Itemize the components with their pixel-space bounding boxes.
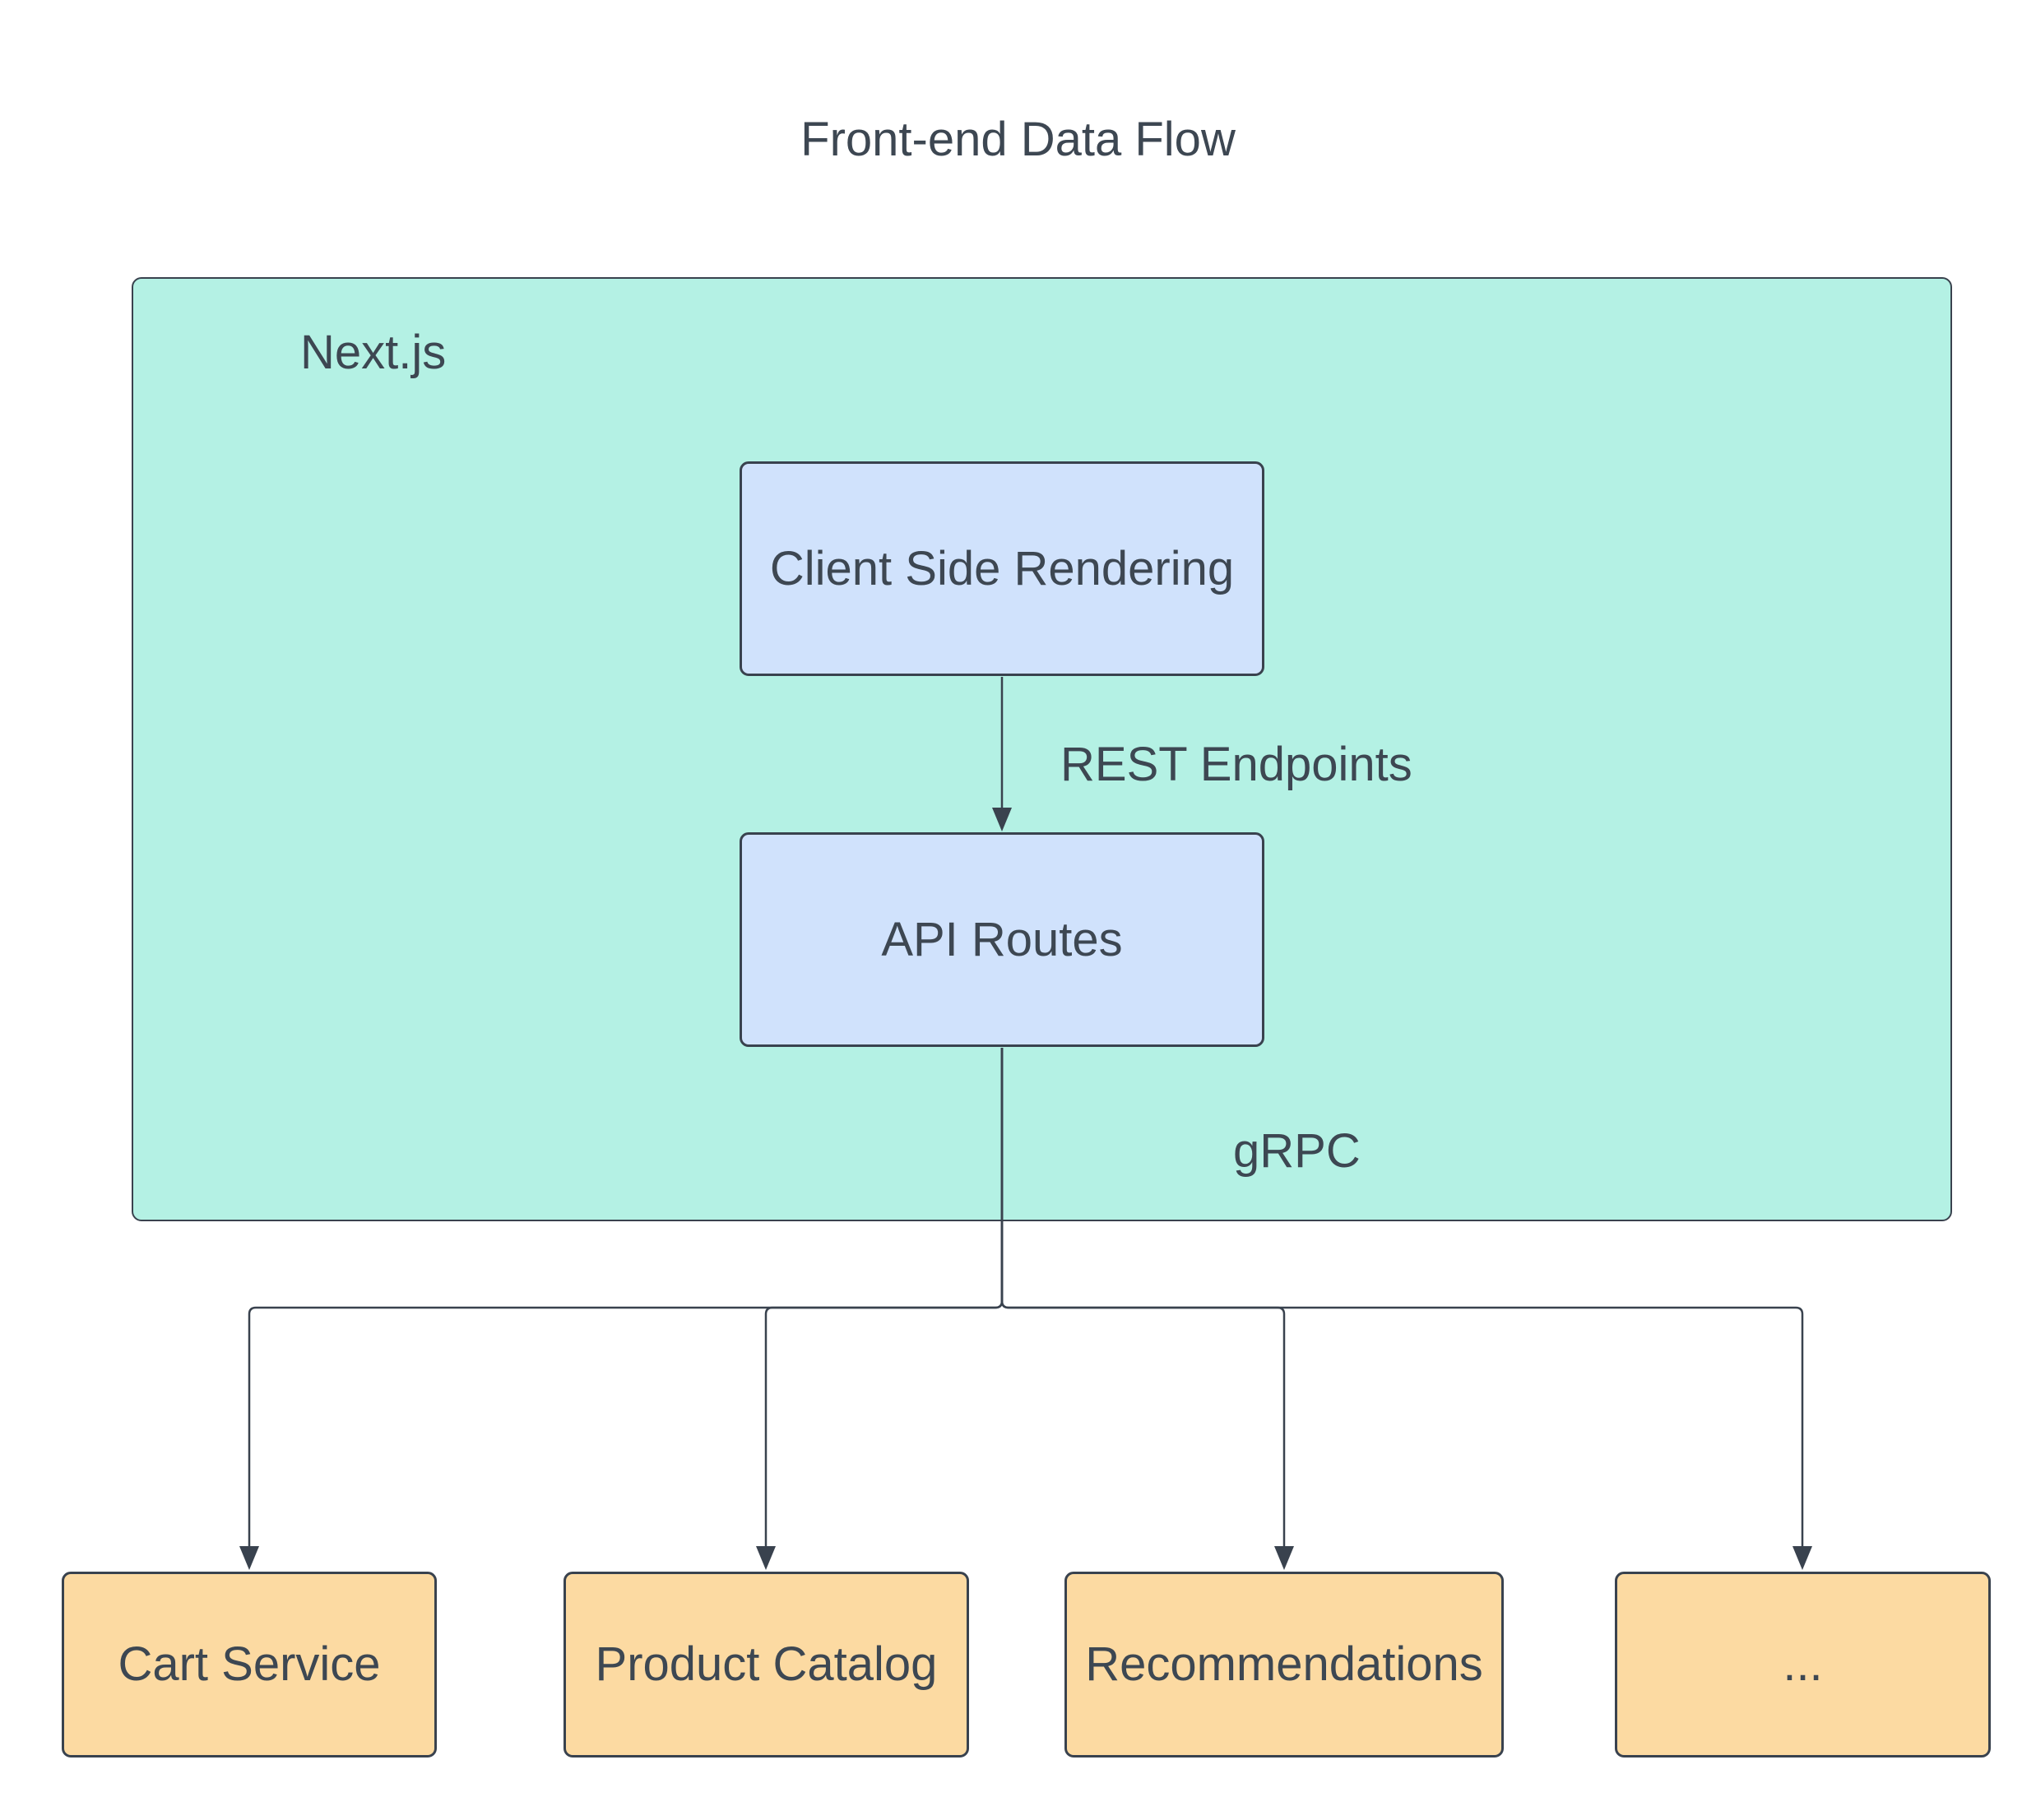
arrowhead-api-to-catalog xyxy=(756,1546,776,1570)
more-services-node: ... xyxy=(1615,1572,1991,1757)
recommendations-label: Recommendations xyxy=(1085,1637,1483,1691)
api-routes-node: API Routes xyxy=(740,832,1264,1047)
api-routes-label: API Routes xyxy=(881,912,1123,966)
arrowhead-api-to-cart xyxy=(239,1546,259,1570)
cart-service-label: Cart Service xyxy=(118,1637,381,1691)
client-side-rendering-node: Client Side Rendering xyxy=(740,461,1264,676)
cart-service-node: Cart Service xyxy=(62,1572,437,1757)
product-catalog-node: Product Catalog xyxy=(563,1572,969,1757)
arrowhead-api-to-recommendations xyxy=(1274,1546,1294,1570)
recommendations-node: Recommendations xyxy=(1064,1572,1504,1757)
arrowhead-api-to-more xyxy=(1793,1546,1812,1570)
diagram-title: Front-end Data Flow xyxy=(800,113,1236,166)
nextjs-group: Next.js xyxy=(132,277,1952,1221)
product-catalog-label: Product Catalog xyxy=(595,1637,938,1691)
edge-label-grpc: gRPC xyxy=(1233,1124,1361,1178)
nextjs-group-label: Next.js xyxy=(300,326,447,379)
more-services-label: ... xyxy=(1783,1637,1823,1691)
client-side-rendering-label: Client Side Rendering xyxy=(769,541,1235,595)
edge-label-rest-endpoints: REST Endpoints xyxy=(1060,738,1412,791)
